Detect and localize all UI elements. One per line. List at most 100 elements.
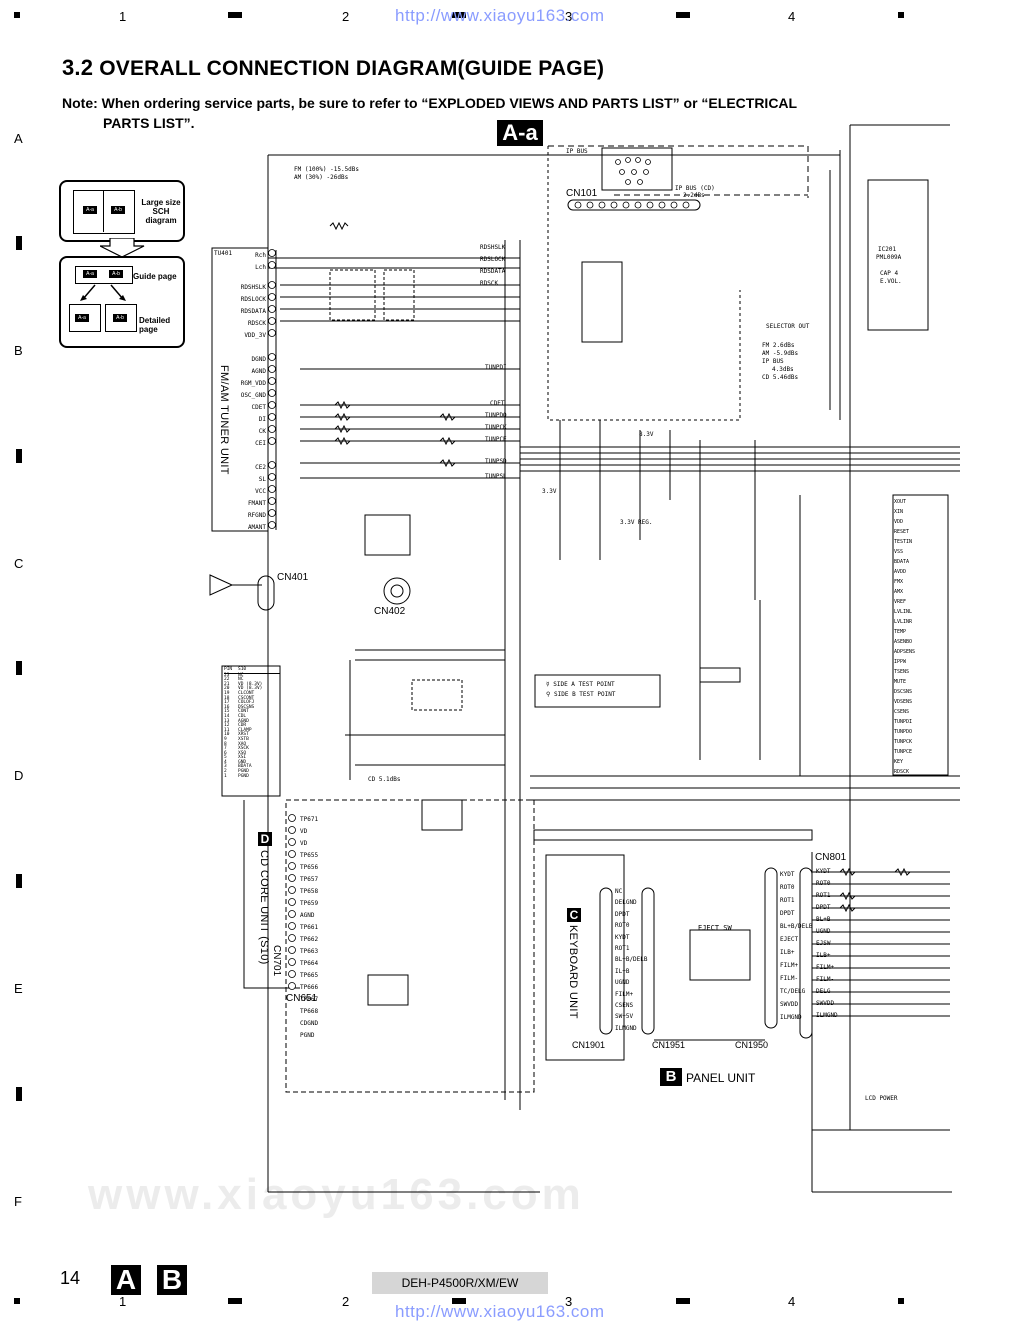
ruler-mark bbox=[14, 12, 20, 18]
tuner-pin: AGND bbox=[251, 368, 266, 375]
ic-pin: XIN bbox=[894, 509, 904, 515]
ruler-col-1: 1 bbox=[119, 1294, 127, 1309]
tuner-pin: DGND bbox=[251, 356, 266, 363]
ic-pin: AVDD bbox=[894, 569, 907, 575]
cd-pin-signal: CSCONT bbox=[238, 695, 255, 701]
cn701-label: CN701 bbox=[271, 945, 282, 977]
ic-pin: LVLINL bbox=[894, 609, 913, 615]
tuner-signal: TUNPDO bbox=[485, 412, 507, 419]
cn801-pin: FILM- bbox=[816, 976, 835, 983]
cd-pin-signal: CDR bbox=[238, 723, 247, 729]
panel-pin: BL+B/DELB bbox=[780, 923, 813, 930]
panel-unit-label: PANEL UNIT bbox=[686, 1071, 756, 1085]
cd-testpoint: CDGND bbox=[300, 1020, 319, 1027]
cd-pin-number: 15 bbox=[224, 709, 230, 715]
cd-pin-number: 19 bbox=[224, 690, 230, 696]
ruler-row-d: D bbox=[14, 768, 24, 783]
cd-pin-header: PIN S10 bbox=[224, 667, 280, 674]
v33-label: 3.3V bbox=[542, 488, 557, 495]
ic-pin: TESTIN bbox=[894, 539, 913, 545]
ic-pin: ASENBO bbox=[894, 639, 913, 645]
ic-pin: FMX bbox=[894, 579, 904, 585]
ic-pin: CSENS bbox=[894, 709, 910, 715]
ruler-mark bbox=[452, 1298, 466, 1304]
detail-thumb-b bbox=[105, 304, 137, 332]
cd-testpoint: TP664 bbox=[300, 960, 319, 967]
cn801-pin: EJSW bbox=[816, 940, 831, 947]
test-a-icon: ☿ bbox=[546, 681, 554, 688]
ic-pin: TEMP bbox=[894, 629, 907, 635]
cd-pin-signal: CLCONT bbox=[238, 690, 255, 696]
sheet-label: A-a bbox=[497, 120, 543, 146]
ruler-mark bbox=[16, 236, 22, 250]
cd-pin-number: 12 bbox=[224, 723, 230, 729]
cn651-label: CN651 bbox=[286, 993, 318, 1004]
ic-pin: RESET bbox=[894, 529, 910, 535]
tile-a: A-a bbox=[75, 314, 89, 322]
evol-label: E.VOL. bbox=[880, 278, 902, 285]
tuner-pin: RDSHSLK bbox=[240, 284, 266, 291]
keyboard-pin: UGND bbox=[615, 979, 630, 987]
ic-pin: VREF bbox=[894, 599, 907, 605]
tuner-signal: TUNPCE bbox=[485, 436, 507, 443]
ic-pin: RDSCK bbox=[894, 769, 910, 775]
panel-pin: EJECT bbox=[780, 936, 799, 943]
cd-pin-row: 15 CONT bbox=[224, 710, 280, 715]
cd-pin-signal: VD (8.3V) bbox=[238, 686, 263, 692]
large-size-label: Large size SCH diagram bbox=[141, 198, 181, 225]
selector-levels: FM 2.6dBs AM -5.9dBs IP BUS 4.3dBs CD 5.… bbox=[762, 342, 798, 382]
ip-bus-cd-label: IP BUS (CD) bbox=[675, 185, 715, 192]
ruler-mark bbox=[16, 449, 22, 463]
cd-testpoint: TP671 bbox=[300, 816, 319, 823]
cn801-pin: DPDT bbox=[816, 904, 831, 911]
cn801-pin: BL+B bbox=[816, 916, 831, 923]
ic-pin: XOUT bbox=[894, 499, 907, 505]
tuner-signal: TUNPDI bbox=[485, 364, 507, 371]
selector-line: FM 2.6dBs bbox=[762, 342, 795, 349]
cd-testpoint: TP663 bbox=[300, 948, 319, 955]
panel-pin: TC/DELG bbox=[780, 988, 806, 995]
tuner-pin: VCC bbox=[255, 488, 266, 495]
cn401-label: CN401 bbox=[277, 572, 309, 583]
cd-pin-signal: XSI bbox=[238, 755, 247, 761]
tuner-pin: RDSDATA bbox=[240, 308, 266, 315]
cd-pin-signal: DSCSNS bbox=[238, 704, 255, 710]
ic-pin: TUNPCK bbox=[894, 739, 913, 745]
tuner-signal: TUNPSD bbox=[485, 458, 507, 465]
cap-label: CAP 4 bbox=[880, 270, 899, 277]
note-line-2: PARTS LIST”. bbox=[103, 115, 195, 131]
cd-testpoint: AGND bbox=[300, 912, 315, 919]
keyboard-pin: DPDT bbox=[615, 910, 630, 918]
ic-pin: TUNPCE bbox=[894, 749, 913, 755]
tuner-pin: RDSCK bbox=[247, 320, 266, 327]
panel-pin: FILM- bbox=[780, 975, 799, 982]
cn801-pin: ROT1 bbox=[816, 892, 831, 899]
ruler-col-3: 3 bbox=[565, 1294, 573, 1309]
cd-testpoint: TP657 bbox=[300, 876, 319, 883]
down-arrow-icon bbox=[100, 238, 145, 258]
cd-pin-number: 10 bbox=[224, 732, 230, 738]
panel-pin: FILM+ bbox=[780, 962, 799, 969]
test-a-text: SIDE A TEST POINT bbox=[553, 681, 615, 688]
cd-pin-number: 7 bbox=[224, 746, 227, 752]
ic-pin: DSCSNS bbox=[894, 689, 913, 695]
cd-pin-number: 2 bbox=[224, 769, 227, 775]
eject-sw-label: EJECT SW bbox=[698, 924, 732, 932]
tuner-ref: TU401 bbox=[214, 250, 233, 257]
tuner-signal: RDSHSLK bbox=[480, 244, 506, 251]
cd-pin-signal: CONT bbox=[238, 709, 249, 715]
tuner-pin: RDSLOCK bbox=[240, 296, 266, 303]
ic-pin: MUTE bbox=[894, 679, 907, 685]
ruler-row-b: B bbox=[14, 343, 23, 358]
